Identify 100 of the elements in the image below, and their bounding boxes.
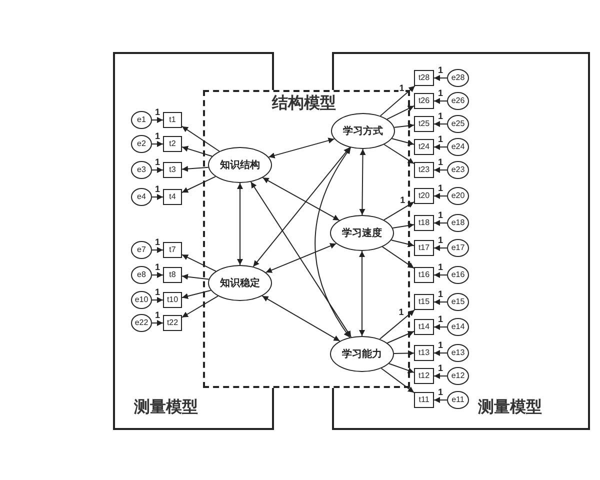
error-circle: e17: [447, 239, 469, 257]
arrow: [434, 220, 448, 226]
edge-label: 1: [437, 235, 444, 245]
edge-label: 1: [154, 262, 161, 272]
arrow: [152, 167, 164, 173]
indicator-box: t1: [163, 112, 182, 128]
edge-label: 1: [398, 307, 405, 318]
arrow: [434, 193, 448, 199]
error-circle: e11: [447, 391, 469, 409]
arrow: [393, 350, 414, 356]
arrow: [182, 274, 210, 280]
arrow: [182, 176, 216, 193]
edge-label: 1: [437, 289, 444, 299]
latent-ellipse: 学习方式: [331, 113, 395, 149]
error-circle: e28: [447, 69, 469, 87]
indicator-box: t24: [414, 139, 434, 155]
arrow: [434, 272, 448, 278]
latent-ellipse: 知识结构: [208, 147, 272, 183]
double-arrow: [268, 138, 335, 158]
arrow: [392, 138, 414, 146]
error-circle: e4: [131, 188, 152, 206]
arrow: [152, 272, 164, 278]
edge-label: 1: [399, 194, 406, 205]
error-circle: e26: [447, 92, 469, 110]
indicator-box: t10: [163, 292, 182, 308]
edge-label: 1: [437, 157, 444, 167]
double-arrow: [359, 250, 365, 336]
arrow: [182, 296, 218, 318]
indicator-box: t20: [414, 188, 434, 204]
arrow: [434, 167, 448, 173]
double-arrow: [237, 182, 243, 266]
error-circle: e20: [447, 187, 469, 205]
arrow: [434, 75, 448, 81]
arrow: [434, 373, 448, 379]
edge-label: 1: [154, 157, 161, 167]
double-arrow: [265, 243, 337, 273]
error-circle: e18: [447, 214, 469, 232]
edge-label: 1: [154, 184, 161, 194]
arrow: [380, 86, 416, 116]
arrow: [379, 310, 415, 340]
arrow: [182, 146, 212, 157]
edge-label: 1: [154, 131, 161, 141]
indicator-box: t17: [414, 240, 434, 256]
indicator-box: t22: [163, 315, 182, 331]
arrow: [182, 254, 216, 272]
arrow: [434, 245, 448, 251]
double-arrow: [250, 181, 352, 338]
arrow: [392, 222, 414, 229]
edge-label: 1: [437, 134, 444, 144]
error-circle: e16: [447, 266, 469, 284]
indicator-box: t18: [414, 215, 434, 231]
indicator-box: t4: [163, 189, 182, 205]
arrow: [182, 290, 212, 300]
arrow: [152, 117, 164, 123]
arrow: [152, 194, 164, 200]
arrow: [386, 330, 414, 344]
indicator-box: t25: [414, 116, 434, 132]
indicator-box: t14: [414, 319, 434, 335]
double-arrow: [262, 177, 340, 221]
indicator-box: t11: [414, 392, 434, 408]
arrow: [383, 201, 414, 220]
error-circle: e8: [131, 266, 152, 284]
indicator-box: t23: [414, 162, 434, 178]
arrow: [386, 105, 414, 120]
error-circle: e23: [447, 161, 469, 179]
edge-label: 1: [437, 183, 444, 193]
error-circle: e7: [131, 241, 152, 259]
error-circle: e12: [447, 367, 469, 385]
edge-label: 1: [437, 314, 444, 324]
arrow: [388, 363, 414, 374]
arrow: [390, 240, 414, 248]
error-circle: e3: [131, 161, 152, 179]
indicator-box: t13: [414, 345, 434, 361]
indicator-box: t8: [163, 267, 182, 283]
arrow: [152, 247, 164, 253]
edge-label: 1: [437, 210, 444, 220]
arrow: [434, 98, 448, 104]
edge-label: 1: [437, 65, 444, 75]
edge-label: 1: [398, 83, 406, 94]
arrow: [434, 121, 448, 127]
arrow: [434, 324, 448, 330]
edge-label: 1: [437, 111, 444, 121]
indicator-box: t2: [163, 136, 182, 152]
arrow: [434, 144, 448, 150]
error-circle: e22: [131, 314, 152, 332]
arrow: [152, 320, 164, 326]
arrow: [382, 246, 414, 269]
edge-label: 1: [154, 237, 161, 247]
error-circle: e14: [447, 318, 469, 336]
edge-label: 1: [154, 287, 161, 297]
latent-ellipse: 知识稳定: [208, 265, 272, 301]
arrow: [434, 397, 448, 403]
error-circle: e1: [131, 111, 152, 129]
double-arrow: [262, 295, 340, 342]
latent-ellipse: 学习能力: [330, 336, 394, 372]
error-circle: e24: [447, 138, 469, 156]
arrow: [152, 141, 164, 147]
error-circle: e15: [447, 293, 469, 311]
error-circle: e25: [447, 115, 469, 133]
arrow: [434, 299, 448, 305]
